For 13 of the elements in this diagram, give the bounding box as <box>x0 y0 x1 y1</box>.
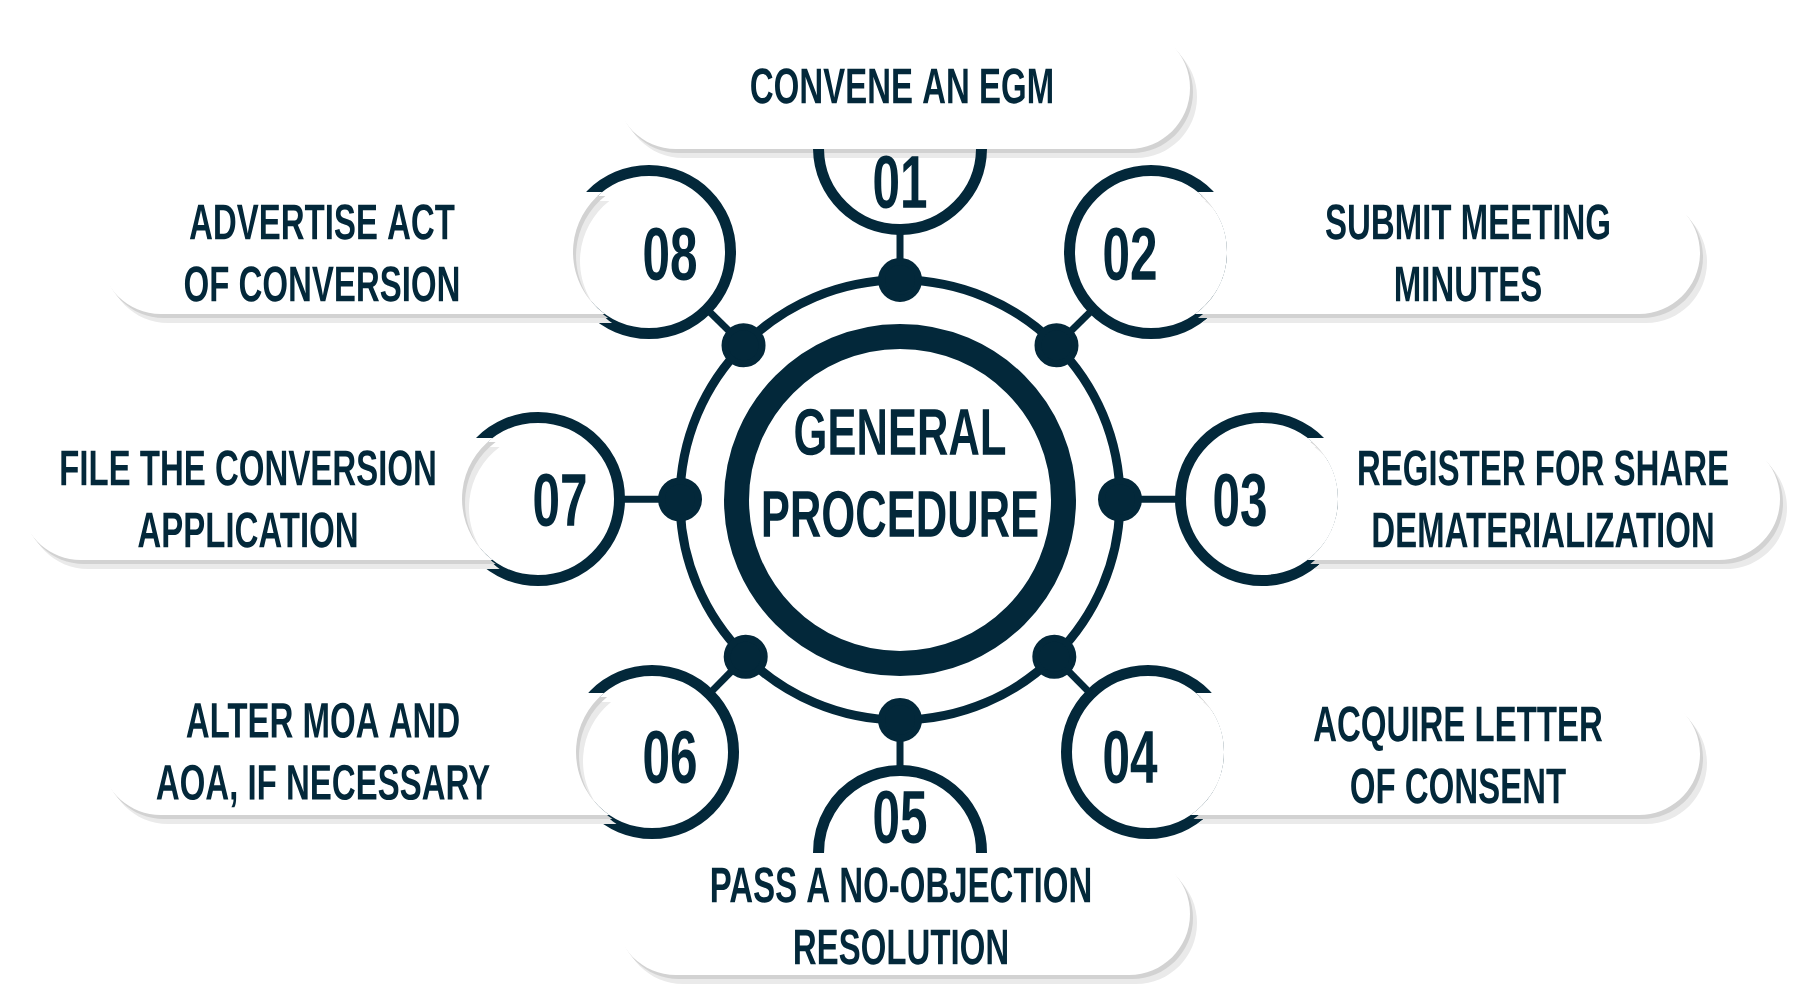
number-half-ring: 05 <box>813 765 987 854</box>
step-pill: SUBMIT MEETING MINUTES <box>1194 192 1707 323</box>
step-pill: PASS A NO-OBJECTION RESOLUTION <box>615 853 1197 984</box>
connector-line <box>878 229 922 302</box>
step-pill: ALTER MOA AND AOA, IF NECESSARY <box>100 693 617 824</box>
connector-line <box>1098 477 1181 522</box>
number-half-ring: 01 <box>813 148 987 235</box>
connector-line <box>878 698 922 771</box>
connector-line <box>619 477 702 522</box>
step-pill: ACQUIRE LETTER OF CONSENT <box>1190 693 1707 824</box>
step-pill: FILE THE CONVERSION APPLICATION <box>20 438 500 569</box>
step-pill: ADVERTISE ACT OF CONVERSION <box>100 192 613 323</box>
step-pill: REGISTER FOR SHARE DEMATERIALIZATION <box>1307 438 1787 569</box>
